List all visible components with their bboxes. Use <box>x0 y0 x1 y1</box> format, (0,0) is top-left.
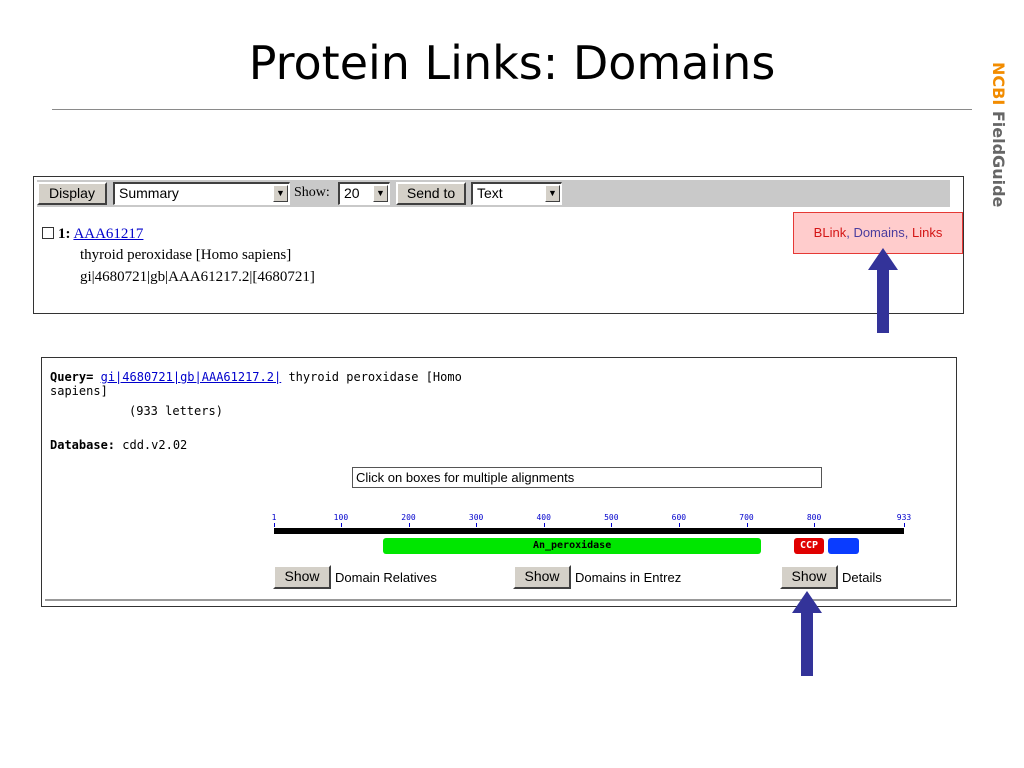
ruler-tick-label: 200 <box>401 513 416 522</box>
show-domain-relatives-button[interactable]: Show <box>273 565 331 589</box>
title-divider <box>52 109 972 110</box>
ruler-tick-label: 600 <box>671 513 687 522</box>
ruler-tick-label: 100 <box>333 513 349 522</box>
record-line-1: 1: AAA61217 <box>42 224 143 244</box>
ruler-tick <box>408 523 410 527</box>
cdd-results-panel: Query= gi|4680721|gb|AAA61217.2| thyroid… <box>41 357 957 607</box>
display-button[interactable]: Display <box>37 182 107 205</box>
ruler-tick-label: 800 <box>806 513 822 522</box>
up-arrow-icon <box>792 591 822 676</box>
database-value: cdd.v2.02 <box>115 438 188 452</box>
ruler-tick <box>340 523 342 527</box>
query-link[interactable]: gi|4680721|gb|AAA61217.2| <box>100 370 282 384</box>
ruler-tick <box>476 523 478 527</box>
record-accession-link[interactable]: AAA61217 <box>73 226 144 242</box>
send-to-select[interactable]: Text ▼ <box>471 182 562 205</box>
ncbi-fieldguide-logo: NCBI FieldGuide <box>988 62 1008 207</box>
alignment-info-box: Click on boxes for multiple alignments <box>352 467 822 488</box>
query-length: (933 letters) <box>129 404 223 418</box>
details-label: Details <box>842 570 882 585</box>
related-links-box: BLink, Domains, Links <box>793 212 963 254</box>
send-to-value: Text <box>477 185 503 201</box>
panel-bottom-rule <box>45 599 951 601</box>
domain-relatives-label: Domain Relatives <box>335 570 437 585</box>
domains-in-entrez-label: Domains in Entrez <box>575 570 682 585</box>
up-arrow-icon <box>868 248 898 333</box>
links-link[interactable]: Links <box>911 225 943 240</box>
chevron-down-icon[interactable]: ▼ <box>273 185 288 202</box>
logo-product: FieldGuide <box>989 105 1008 208</box>
display-format-value: Summary <box>119 185 179 201</box>
ruler-tick <box>746 523 748 527</box>
ruler-tick-label: 1 <box>271 513 277 522</box>
show-count-value: 20 <box>344 185 360 201</box>
query-description: thyroid peroxidase [Homo <box>281 370 462 384</box>
slide-title: Protein Links: Domains <box>248 36 776 90</box>
database-label: Database: <box>50 438 116 452</box>
sequence-bar <box>274 528 904 534</box>
show-count-select[interactable]: 20 ▼ <box>338 182 390 205</box>
ruler-tick <box>904 523 905 527</box>
ruler-tick-label: 400 <box>536 513 551 522</box>
blink-link[interactable]: BLink <box>813 225 847 240</box>
show-domains-in-entrez-button[interactable]: Show <box>513 565 571 589</box>
ruler-tick-label: 500 <box>604 513 619 522</box>
logo-brand: NCBI <box>989 62 1008 106</box>
query-description-continued: sapiens] <box>50 384 108 398</box>
send-to-button[interactable]: Send to <box>396 182 466 205</box>
links-separator: , <box>846 225 854 240</box>
ruler-tick <box>274 523 275 527</box>
ruler-tick <box>678 523 680 527</box>
display-format-select[interactable]: Summary ▼ <box>113 182 290 205</box>
ruler-tick <box>814 523 816 527</box>
links-separator: , <box>904 225 912 240</box>
domain-box[interactable] <box>827 538 859 554</box>
chevron-down-icon[interactable]: ▼ <box>545 185 560 202</box>
chevron-down-icon[interactable]: ▼ <box>373 185 388 202</box>
query-line: Query= gi|4680721|gb|AAA61217.2| thyroid… <box>50 370 462 384</box>
domain-box[interactable]: CCP <box>793 538 825 554</box>
record-checkbox[interactable] <box>42 227 54 239</box>
show-details-button[interactable]: Show <box>780 565 838 589</box>
database-line: Database: cdd.v2.02 <box>50 438 187 452</box>
entrez-summary-panel: Display Summary ▼ Show: 20 ▼ Send to Tex… <box>33 176 964 314</box>
record-number: 1: <box>58 226 71 242</box>
ruler-tick-label: 700 <box>739 513 754 522</box>
ruler-tick-label: 300 <box>468 513 484 522</box>
query-label: Query= <box>50 370 94 384</box>
domains-link[interactable]: Domains <box>853 225 905 240</box>
ruler-tick <box>543 523 545 527</box>
results-toolbar: Display Summary ▼ Show: 20 ▼ Send to Tex… <box>37 180 950 207</box>
domain-box[interactable]: An_peroxidase <box>382 538 762 554</box>
show-label: Show: <box>294 185 330 200</box>
ruler-tick-label: 933 <box>896 513 912 522</box>
ruler-tick <box>611 523 613 527</box>
record-ids: gi|4680721|gb|AAA61217.2|[4680721] <box>80 269 315 285</box>
record-description: thyroid peroxidase [Homo sapiens] <box>80 247 292 263</box>
